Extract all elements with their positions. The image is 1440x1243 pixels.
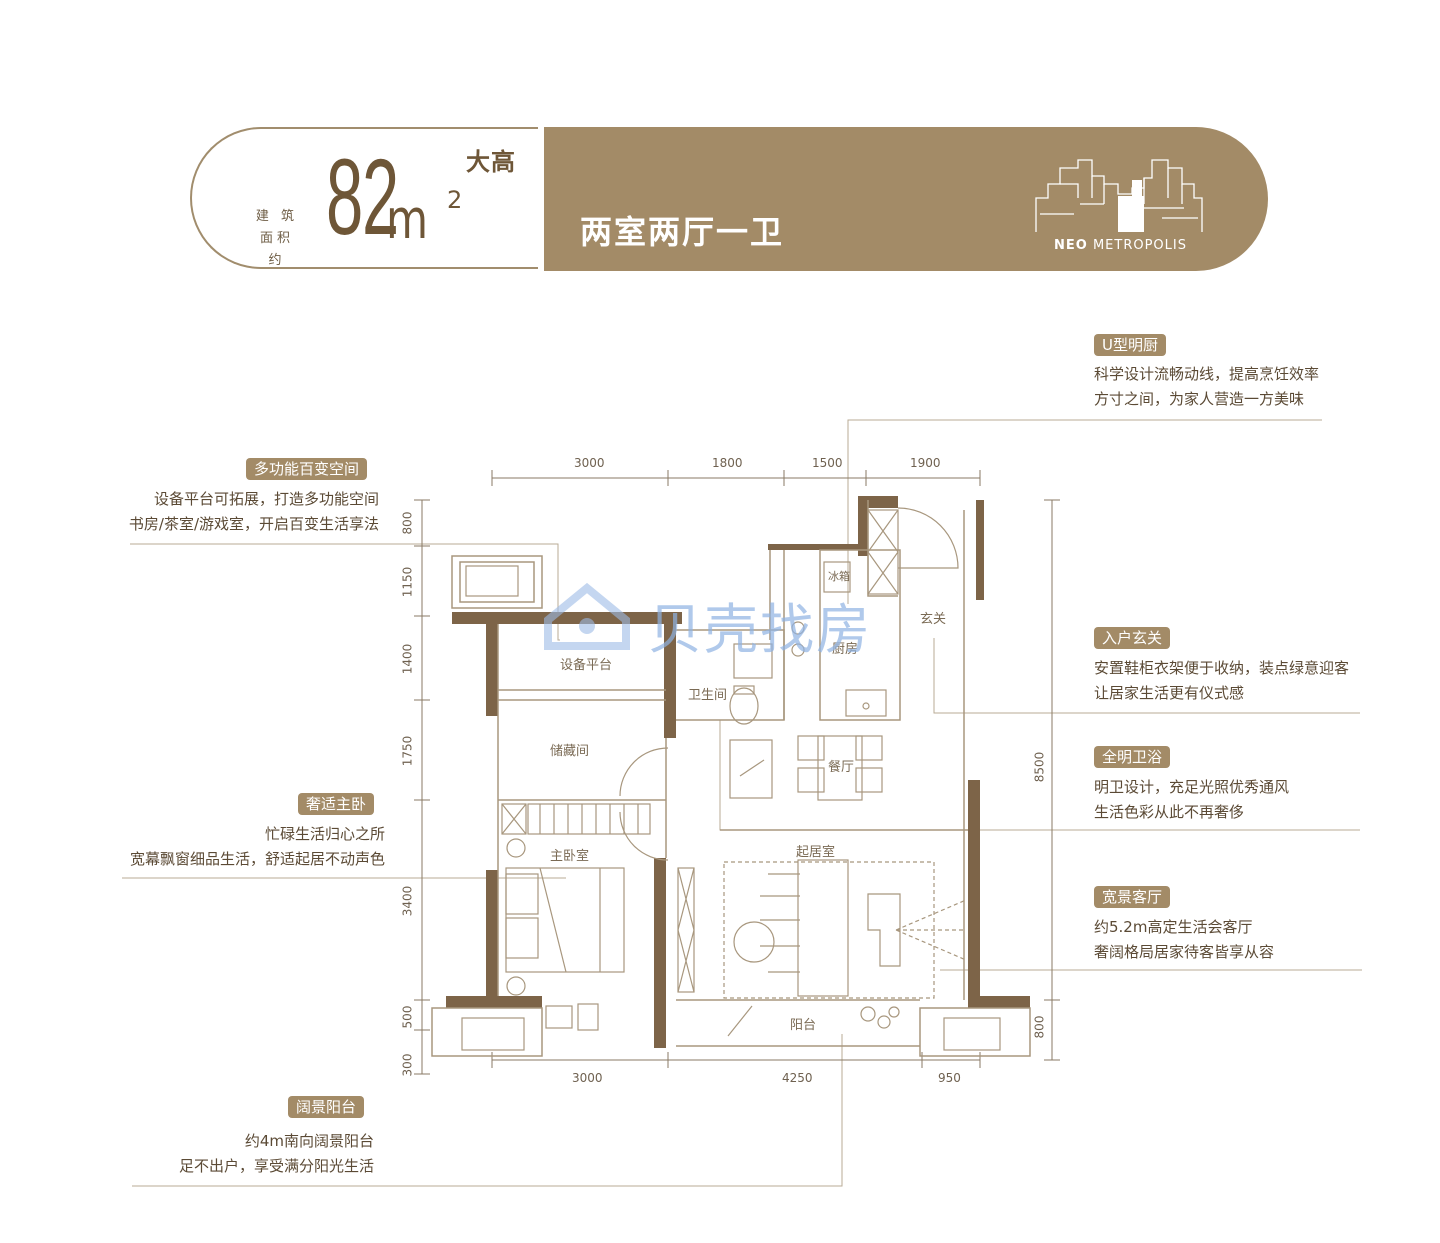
- room-label-fridge: 冰箱: [828, 570, 850, 583]
- dim-left-7: 300: [400, 1053, 415, 1077]
- leader-lines: [122, 419, 1362, 1187]
- feature-desc-balcony: 约4m南向阔景阳台 足不出户，享受满分阳光生活: [179, 1129, 374, 1179]
- feature-tag-foyer: 入户玄关: [1094, 627, 1171, 649]
- doors: [619, 507, 959, 861]
- dim-bottom-2: 4250: [782, 1071, 813, 1085]
- room-label-bathroom: 卫生间: [688, 688, 728, 703]
- layout-title: 两室两厅一卫: [580, 213, 785, 251]
- dim-left-2: 1150: [400, 566, 415, 598]
- room-label-living: 起居室: [796, 845, 836, 860]
- bathroom-fixtures: [729, 643, 773, 799]
- feature-tag-bathroom: 全明卫浴: [1094, 746, 1171, 768]
- feature-desc-master-bedroom: 忙碌生活归心之所 宽幕飘窗细品生活，舒适起居不动声色: [130, 822, 385, 872]
- feature-multifunction-line2: 书房/茶室/游戏室，开启百变生活享法: [128, 515, 379, 533]
- layout-banner: [544, 127, 1268, 271]
- room-label-kitchen: 厨房: [832, 642, 859, 657]
- feature-bathroom-line1: 明卫设计，充足光照优秀通风: [1094, 778, 1290, 796]
- area-unit-sup: 2: [447, 186, 463, 214]
- dim-top-4: 1900: [910, 456, 941, 470]
- feature-desc-foyer: 安置鞋柜衣架便于收纳，装点绿意迎客 让居家生活更有仪式感: [1094, 656, 1349, 706]
- feature-balcony-line1: 约4m南向阔景阳台: [244, 1132, 374, 1150]
- feature-tag-balcony: 阔景阳台: [288, 1096, 365, 1118]
- room-label-storage: 储藏间: [550, 744, 590, 759]
- area-panel: [190, 127, 538, 269]
- dim-left-5: 3400: [400, 885, 415, 917]
- feature-tag-master-bedroom: 奢适主卧: [298, 793, 375, 815]
- area-label-line1: 建 筑: [255, 209, 299, 224]
- feature-kitchen-line2: 方寸之间，为家人营造一方美味: [1094, 390, 1305, 408]
- area-unit: m: [386, 188, 429, 251]
- feature-desc-kitchen: 科学设计流畅动线，提高烹饪效率 方寸之间，为家人营造一方美味: [1094, 362, 1319, 412]
- feature-master-line2: 宽幕飘窗细品生活，舒适起居不动声色: [129, 850, 385, 868]
- area-label-line2: 面积约: [259, 231, 294, 268]
- feature-master-line1: 忙碌生活归心之所: [264, 825, 385, 843]
- dim-left-1: 800: [400, 511, 415, 535]
- house-logo-icon: [544, 582, 630, 650]
- dim-right-total: 8500: [1032, 751, 1047, 783]
- watermark-text: 贝壳找房: [648, 598, 872, 661]
- kitchen-fixtures: [791, 561, 887, 717]
- feature-living-line2: 奢阔格局居家待客皆享从容: [1094, 943, 1275, 961]
- brand-name: NEO METROPOLIS: [1054, 238, 1187, 253]
- feature-foyer-line1: 安置鞋柜衣架便于收纳，装点绿意迎客: [1094, 659, 1350, 677]
- dining-table: [797, 735, 883, 801]
- feature-tag-living: 宽景客厅: [1094, 886, 1171, 908]
- dim-right-bottom: 800: [1032, 1015, 1047, 1039]
- feature-tag-multifunction: 多功能百变空间: [246, 458, 368, 480]
- dim-top-3: 1500: [812, 456, 843, 470]
- living-furniture: [723, 859, 967, 999]
- dim-left-4: 1750: [400, 735, 415, 767]
- feature-balcony-line2: 足不出户，享受满分阳光生活: [178, 1157, 374, 1175]
- feature-desc-multifunction: 设备平台可拓展，打造多功能空间 书房/茶室/游戏室，开启百变生活享法: [129, 487, 379, 537]
- dim-bottom-1: 3000: [572, 1071, 603, 1085]
- feature-multifunction-line1: 设备平台可拓展，打造多功能空间: [153, 490, 379, 508]
- bed: [505, 838, 625, 996]
- area-label: 建 筑 面积约: [253, 206, 301, 272]
- room-label-dining: 餐厅: [828, 760, 855, 775]
- building-logo-icon: [1035, 159, 1203, 232]
- feature-living-line1: 约5.2m高定生活会客厅: [1094, 918, 1253, 936]
- room-label-equipment: 设备平台: [560, 658, 613, 673]
- dim-left-6: 500: [400, 1005, 415, 1029]
- dim-top-1: 3000: [574, 456, 605, 470]
- dimension-lines: [414, 470, 1060, 1075]
- room-label-foyer: 玄关: [920, 612, 947, 627]
- dim-left-3: 1400: [400, 643, 415, 675]
- feature-kitchen-line1: 科学设计流畅动线，提高烹饪效率: [1094, 365, 1320, 383]
- feature-desc-living: 约5.2m高定生活会客厅 奢阔格局居家待客皆享从容: [1094, 915, 1274, 965]
- feature-bathroom-line2: 生活色彩从此不再奢侈: [1094, 803, 1245, 821]
- feature-foyer-line2: 让居家生活更有仪式感: [1094, 684, 1245, 702]
- brand-name-bold: NEO: [1054, 238, 1088, 253]
- dim-top-2: 1800: [712, 456, 743, 470]
- balcony-fixtures: [461, 565, 1001, 1051]
- room-label-balcony: 阳台: [790, 1018, 817, 1033]
- feature-tag-kitchen: U型明厨: [1094, 334, 1166, 356]
- cabinets: [501, 509, 899, 993]
- brand-name-rest: METROPOLIS: [1087, 238, 1187, 253]
- room-label-master: 主卧室: [550, 849, 590, 864]
- area-tag: 大高: [466, 148, 516, 176]
- feature-desc-bathroom: 明卫设计，充足光照优秀通风 生活色彩从此不再奢侈: [1094, 775, 1289, 825]
- dim-bottom-3: 950: [938, 1071, 961, 1085]
- thin-walls: [431, 500, 1031, 1057]
- area-number: 82: [326, 136, 399, 257]
